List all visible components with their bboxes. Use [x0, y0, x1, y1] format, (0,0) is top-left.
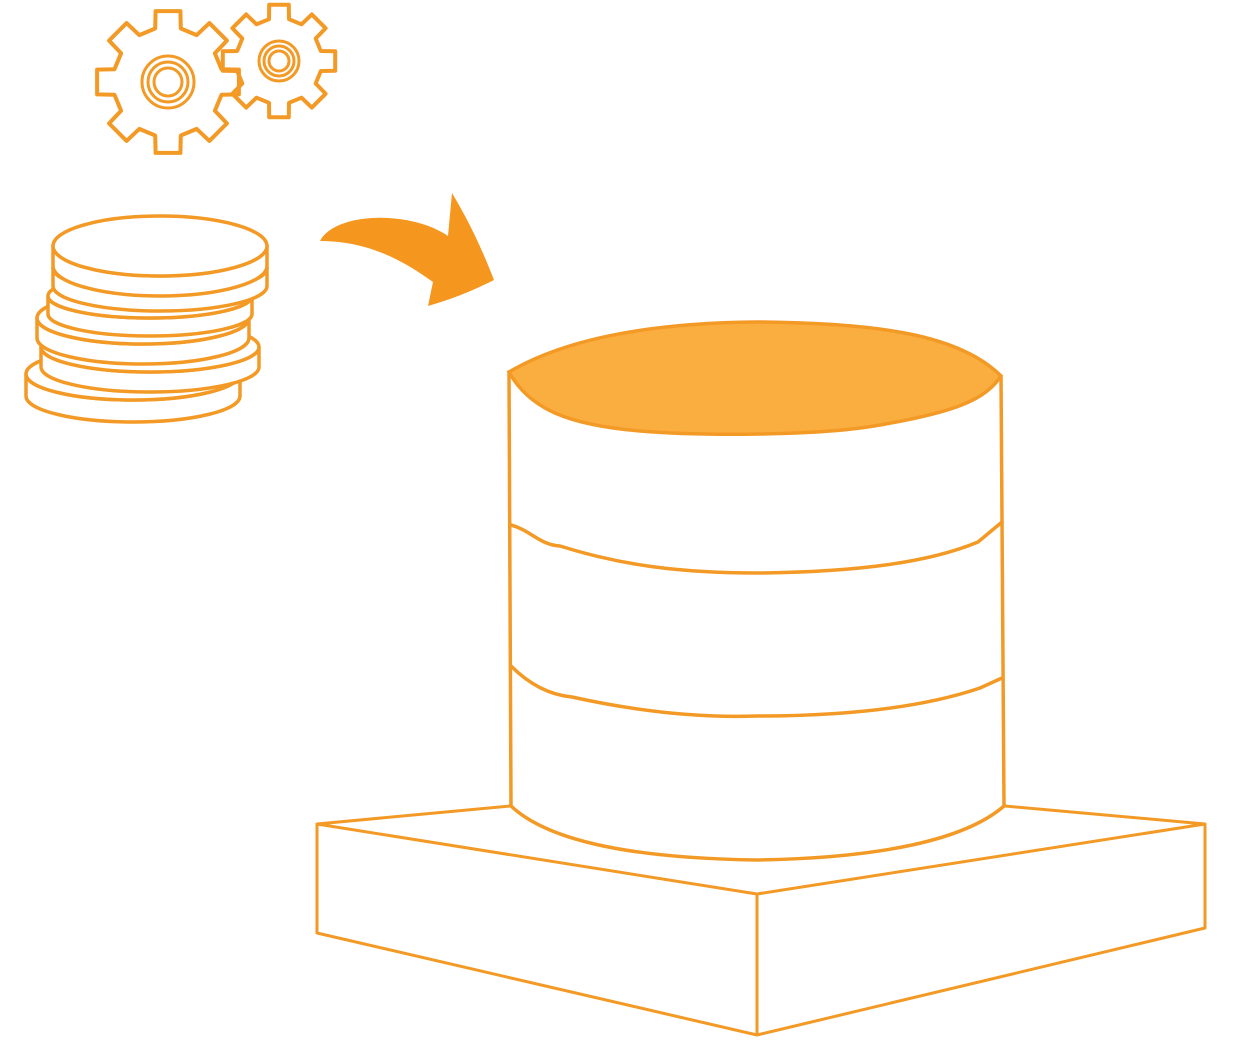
platform-base-icon	[315, 804, 1207, 1037]
small-gear-icon	[220, 2, 338, 120]
gears-icon	[95, 2, 338, 155]
database-segment-line	[509, 664, 1004, 719]
database-segment-line	[509, 520, 1004, 575]
coin	[51, 214, 269, 298]
large-gear-icon	[95, 9, 241, 155]
database-bottom-edge	[509, 804, 1006, 862]
curved-arrow-icon	[320, 193, 494, 306]
database-cylinder-icon	[506, 320, 1006, 862]
coin-stack-icon	[24, 214, 269, 424]
database-lid	[506, 320, 1004, 436]
